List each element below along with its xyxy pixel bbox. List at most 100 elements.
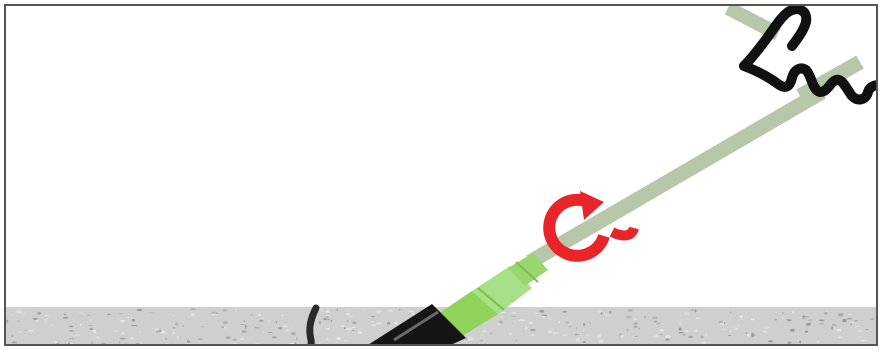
concrete-speckle bbox=[824, 312, 828, 315]
concrete-speckle bbox=[45, 322, 47, 324]
concrete-speckle bbox=[575, 338, 580, 341]
concrete-speckle bbox=[74, 335, 76, 336]
concrete-speckle bbox=[700, 336, 704, 339]
concrete-speckle bbox=[627, 329, 629, 332]
concrete-speckle bbox=[88, 325, 93, 326]
concrete-speckle bbox=[90, 320, 92, 321]
concrete-speckle bbox=[331, 320, 333, 322]
concrete-speckle bbox=[604, 314, 610, 317]
concrete-speckle bbox=[240, 324, 244, 325]
concrete-speckle bbox=[859, 330, 862, 332]
concrete-speckle bbox=[130, 337, 133, 339]
concrete-speckle bbox=[583, 328, 584, 330]
concrete-speckle bbox=[211, 314, 216, 316]
concrete-speckle bbox=[326, 311, 330, 313]
concrete-speckle bbox=[722, 329, 726, 330]
concrete-speckle bbox=[155, 328, 159, 330]
concrete-speckle bbox=[807, 320, 813, 321]
concrete-speckle bbox=[589, 322, 591, 323]
concrete-speckle bbox=[702, 341, 707, 344]
concrete-speckle bbox=[336, 337, 341, 340]
concrete-speckle bbox=[132, 319, 135, 322]
concrete-speckle bbox=[570, 339, 571, 340]
concrete-speckle bbox=[790, 329, 795, 332]
concrete-speckle bbox=[621, 335, 624, 337]
concrete-speckle bbox=[653, 335, 659, 337]
concrete-speckle bbox=[137, 309, 142, 311]
concrete-speckle bbox=[562, 311, 566, 313]
concrete-speckle bbox=[782, 317, 783, 320]
concrete-speckle bbox=[568, 326, 571, 327]
concrete-speckle bbox=[480, 339, 483, 342]
concrete-speckle bbox=[95, 337, 100, 339]
concrete-speckle bbox=[323, 318, 326, 321]
concrete-speckle bbox=[515, 340, 518, 341]
concrete-speckle bbox=[388, 310, 394, 312]
concrete-speckle bbox=[684, 330, 690, 332]
concrete-speckle bbox=[601, 312, 603, 315]
concrete-speckle bbox=[480, 335, 484, 336]
concrete-speckle bbox=[535, 313, 539, 314]
concrete-speckle bbox=[19, 308, 22, 310]
concrete-speckle bbox=[399, 311, 400, 313]
concrete-speckle bbox=[810, 318, 811, 319]
concrete-speckle bbox=[542, 315, 548, 317]
concrete-speckle bbox=[276, 321, 277, 324]
concrete-speckle bbox=[259, 320, 263, 322]
concrete-speckle bbox=[719, 321, 723, 324]
concrete-speckle bbox=[282, 325, 288, 327]
concrete-speckle bbox=[92, 330, 96, 333]
concrete-speckle bbox=[68, 319, 69, 320]
concrete-speckle bbox=[268, 332, 273, 333]
concrete-speckle bbox=[352, 326, 354, 328]
concrete-speckle bbox=[586, 334, 590, 336]
concrete-speckle bbox=[559, 321, 561, 323]
concrete-speckle bbox=[468, 338, 473, 341]
concrete-speckle bbox=[662, 323, 663, 324]
concrete-speckle bbox=[583, 323, 585, 326]
concrete-speckle bbox=[387, 322, 390, 325]
concrete-speckle bbox=[344, 340, 347, 342]
concrete-speckle bbox=[730, 312, 731, 313]
concrete-speckle bbox=[565, 321, 568, 323]
concrete-speckle bbox=[689, 336, 693, 338]
concrete-speckle bbox=[870, 318, 875, 320]
concrete-speckle bbox=[806, 323, 811, 326]
concrete-speckle bbox=[802, 317, 805, 319]
concrete-speckle bbox=[165, 319, 167, 320]
concrete-speckle bbox=[64, 314, 67, 315]
concrete-speckle bbox=[240, 338, 243, 340]
concrete-speckle bbox=[337, 308, 338, 311]
concrete-speckle bbox=[497, 323, 500, 326]
concrete-speckle bbox=[11, 342, 17, 343]
concrete-speckle bbox=[226, 336, 231, 339]
concrete-speckle bbox=[678, 332, 684, 334]
concrete-speckle bbox=[69, 326, 73, 328]
concrete-speckle bbox=[371, 321, 374, 322]
concrete-speckle bbox=[741, 329, 742, 330]
concrete-speckle bbox=[764, 326, 770, 329]
concrete-speckle bbox=[696, 312, 699, 313]
concrete-speckle bbox=[371, 324, 377, 326]
concrete-speckle bbox=[131, 317, 133, 320]
concrete-speckle bbox=[659, 329, 664, 332]
concrete-speckle bbox=[695, 309, 697, 312]
concrete-speckle bbox=[122, 332, 124, 334]
concrete-speckle bbox=[245, 326, 246, 329]
concrete-speckle bbox=[222, 327, 224, 328]
concrete-speckle bbox=[24, 330, 26, 331]
concrete-speckle bbox=[254, 327, 260, 328]
concrete-speckle bbox=[763, 331, 768, 333]
concrete-speckle bbox=[172, 327, 176, 328]
concrete-speckle bbox=[191, 313, 195, 316]
concrete-speckle bbox=[859, 336, 861, 337]
concrete-speckle bbox=[512, 316, 517, 318]
concrete-speckle bbox=[165, 338, 167, 340]
concrete-speckle bbox=[177, 336, 178, 339]
concrete-speckle bbox=[187, 342, 192, 343]
concrete-speckle bbox=[399, 309, 401, 311]
concrete-speckle bbox=[846, 318, 852, 320]
concrete-speckle bbox=[838, 313, 844, 316]
concrete-speckle bbox=[832, 324, 836, 325]
